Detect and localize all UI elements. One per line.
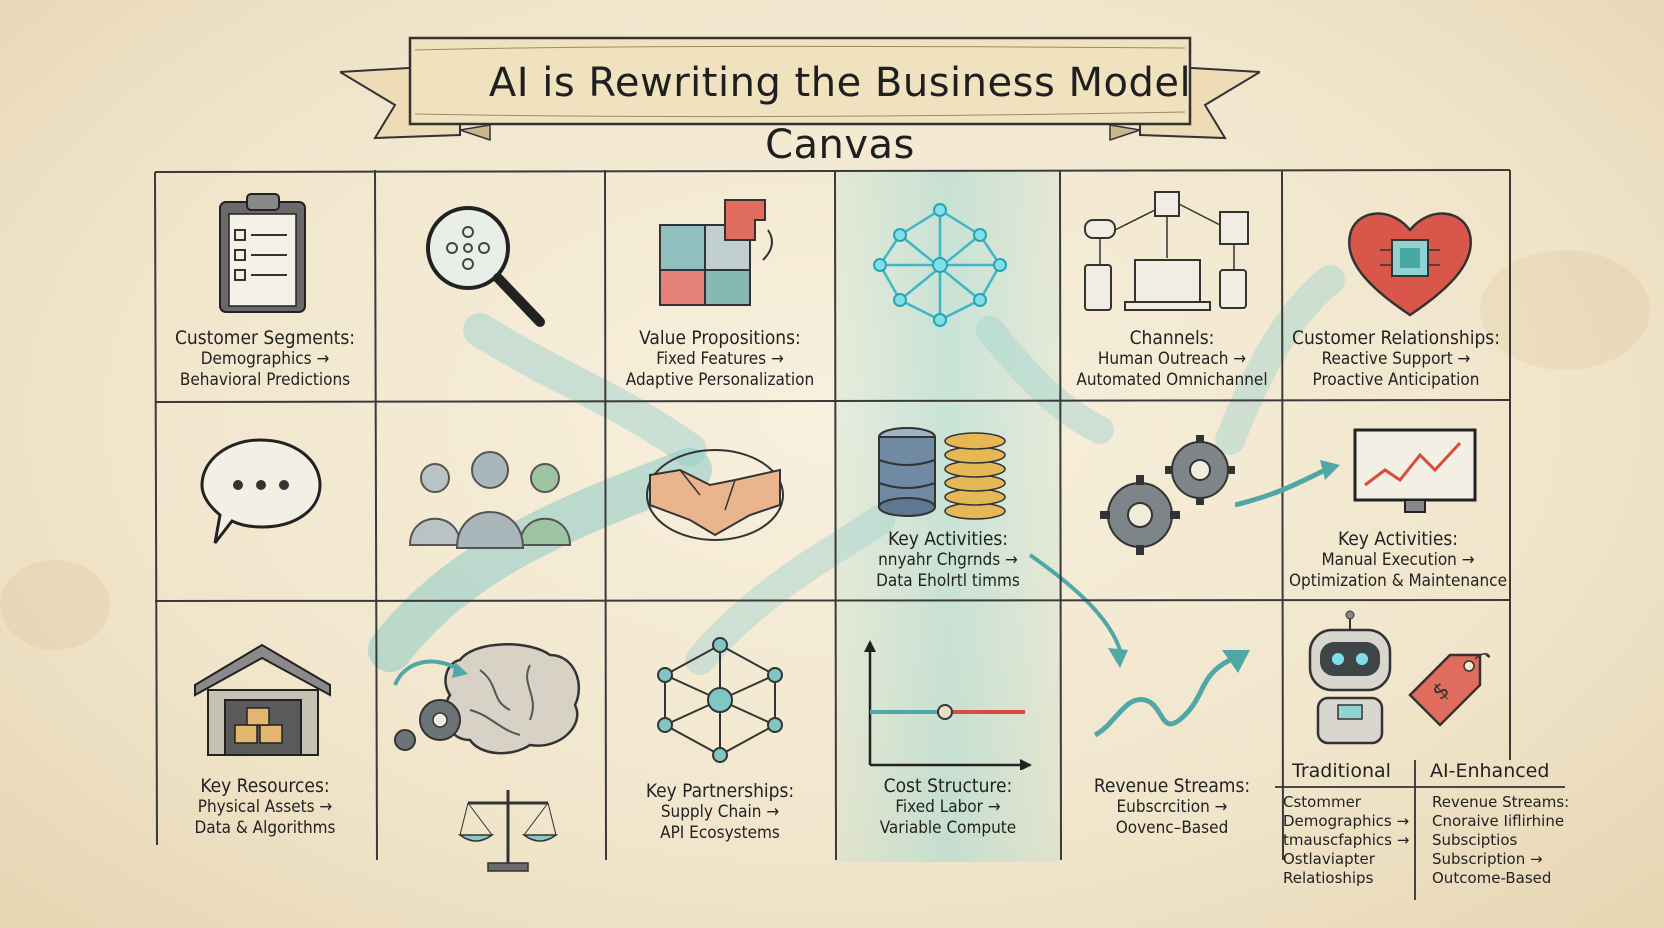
page-title: AI is Rewriting the Business Model Canva… [488, 60, 1192, 168]
people-icon [408, 451, 572, 549]
gears-icon [1100, 435, 1235, 555]
customer-relationships-label: Customer Relationships: Reactive Support… [1292, 327, 1500, 390]
key-partnerships-label: Key Partnerships: Supply Chain → API Eco… [645, 780, 795, 843]
traditional-line: Cstommer [1283, 793, 1361, 811]
key-activities-center-label: Key Activities: nnyahr Chgrnds → Data Eh… [876, 528, 1020, 591]
key-activities-right-label: Key Activities: Manual Execution → Optim… [1289, 528, 1507, 591]
ai-enhanced-line: Subsciptios [1432, 831, 1518, 849]
traditional-line: Relatioships [1283, 869, 1374, 887]
value-propositions-label: Value Propositions: Fixed Features → Ada… [625, 327, 815, 390]
robot-icon [1308, 610, 1392, 745]
handshake-icon [646, 449, 784, 541]
ai-enhanced-line: Cnoraive Iiflirhine [1432, 812, 1565, 830]
neural-network-icon [873, 203, 1007, 327]
traditional-line: tmauscfaphics → [1283, 831, 1410, 849]
ai-enhanced-line: Outcome-Based [1432, 869, 1552, 887]
clipboard-icon [219, 193, 306, 313]
speech-bubble-icon [200, 438, 322, 544]
scales-icon [458, 790, 558, 872]
traditional-line: Ostlaviapter [1283, 850, 1375, 868]
revenue-wave-icon [1093, 650, 1250, 738]
ai-enhanced-line: Subscription → [1432, 850, 1543, 868]
paper-stain [1480, 250, 1650, 370]
paper-stain [0, 560, 110, 650]
cost-structure-label: Cost Structure: Fixed Labor → Variable C… [879, 775, 1017, 838]
warehouse-icon [194, 643, 331, 756]
network-nodes-icon [657, 637, 783, 763]
magnifier-icon [426, 206, 545, 327]
price-tag-icon: $ [1408, 652, 1491, 727]
traditional-header: Traditional [1292, 760, 1391, 782]
monitor-chart-icon [1235, 428, 1477, 513]
heart-chip-icon [1348, 212, 1472, 317]
devices-icon [1084, 191, 1249, 311]
traditional-line: Demographics → [1283, 812, 1410, 830]
ai-enhanced-line: Revenue Streams: [1432, 793, 1570, 811]
puzzle-icon [659, 199, 773, 306]
ai-enhanced-header: AI-Enhanced [1430, 760, 1550, 782]
channels-label: Channels: Human Outreach → Automated Omn… [1076, 327, 1268, 390]
database-coins-icon [878, 427, 1006, 520]
revenue-streams-label: Revenue Streams: Eubscrcition → Oovenc–B… [1093, 775, 1251, 838]
cost-chart-icon [864, 640, 1032, 770]
customer-segments-label: Customer Segments: Demographics → Behavi… [174, 327, 356, 390]
brain-gear-icon [393, 643, 581, 755]
title-banner [340, 36, 1260, 142]
key-resources-label: Key Resources: Physical Assets → Data & … [194, 775, 336, 838]
comparison-divider [1275, 760, 1565, 900]
